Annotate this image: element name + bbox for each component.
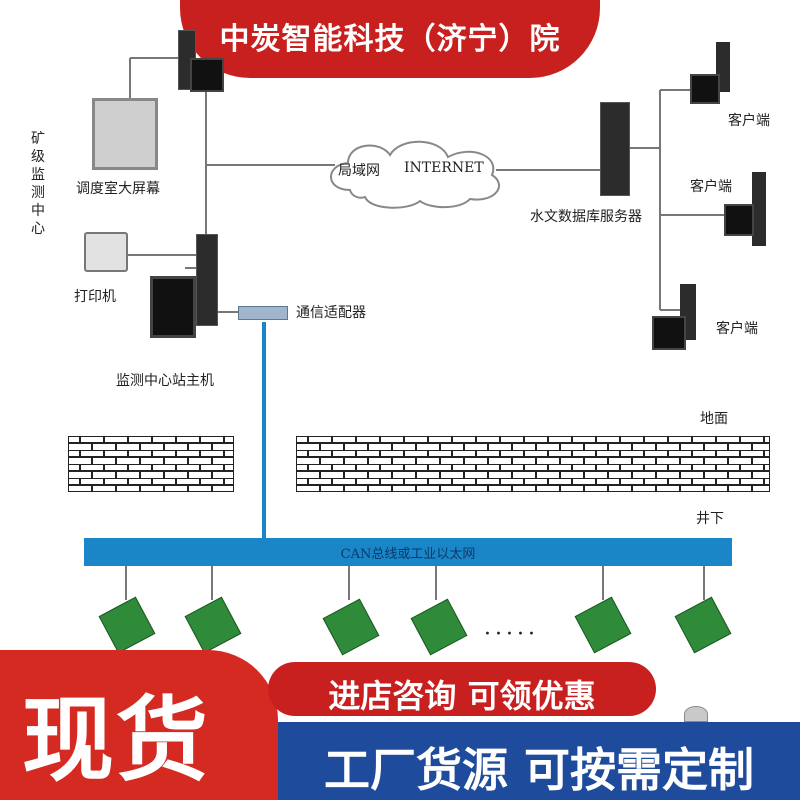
brick-wall-right — [296, 436, 770, 492]
client-monitor-icon — [652, 316, 686, 350]
big-screen-icon — [92, 98, 158, 170]
visit-text: 进店咨询 可领优惠 — [328, 677, 596, 715]
printer-label: 打印机 — [74, 289, 116, 305]
printer-icon — [84, 232, 128, 272]
header-banner: 中炭智能科技（济宁）院 — [180, 0, 600, 78]
client-label-1: 客户端 — [728, 113, 770, 129]
ellipsis: ····· — [484, 622, 539, 647]
comm-adapter-icon — [238, 306, 288, 320]
client-monitor-icon — [724, 204, 754, 236]
internet-label: INTERNET — [404, 160, 484, 176]
client-monitor-icon — [690, 74, 720, 104]
ground-label: 地面 — [700, 411, 728, 427]
sensor-icon — [684, 706, 708, 722]
header-title: 中炭智能科技（济宁）院 — [219, 22, 561, 57]
client-label-2: 客户端 — [690, 179, 732, 195]
host-server-icon — [196, 234, 218, 326]
client-label-3: 客户端 — [716, 321, 758, 337]
lan-label: 局域网 — [338, 163, 380, 179]
underground-label: 井下 — [696, 511, 724, 527]
station-host-label: 监测中心站主机 — [116, 373, 214, 389]
stock-banner: 现货 — [0, 650, 278, 800]
factory-text: 工厂货源 可按需定制 — [323, 743, 754, 797]
center-label: 矿级监测中心 — [31, 131, 45, 237]
db-server-label: 水文数据库服务器 — [530, 209, 642, 225]
visit-banner[interactable]: 进店咨询 可领优惠 — [268, 662, 656, 716]
db-server-icon — [600, 102, 630, 196]
host-monitor-icon — [150, 276, 196, 338]
comm-adapter-label: 通信适配器 — [296, 305, 366, 321]
brick-wall-left — [68, 436, 234, 492]
factory-banner: 工厂货源 可按需定制 — [278, 722, 800, 800]
cloud-icon — [330, 140, 500, 209]
monitor-icon — [190, 58, 224, 92]
bus-label: CAN总线或工业以太网 — [340, 547, 476, 562]
stock-text: 现货 — [22, 687, 211, 794]
can-bus: CAN总线或工业以太网 — [84, 538, 732, 566]
big-screen-label: 调度室大屏幕 — [76, 181, 160, 197]
client-server-icon — [752, 172, 766, 246]
